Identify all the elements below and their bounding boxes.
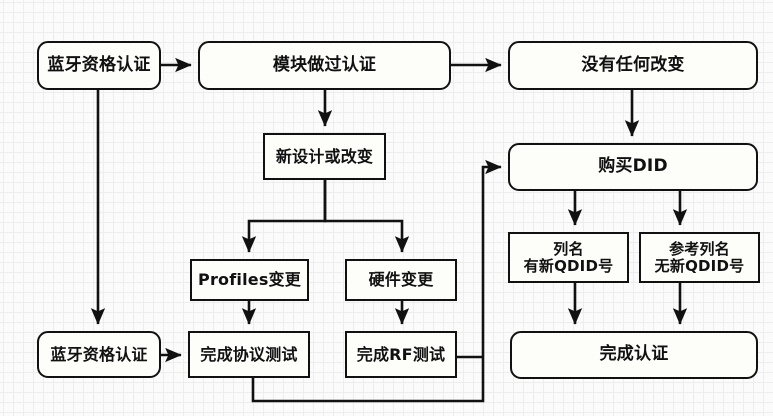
node-no-change[interactable]: 没有任何改变 <box>508 41 758 90</box>
node-protocol-test-done[interactable]: 完成协议测试 <box>188 331 310 378</box>
edge-e-newdesign-to-profiles <box>241 180 327 253</box>
edge-e-newdesign-to-hardware <box>323 180 410 253</box>
node-module-certified[interactable]: 模块做过认证 <box>198 41 451 90</box>
node-bt-qual-top[interactable]: 蓝牙资格认证 <box>37 41 161 90</box>
node-reference-listed-no-new-qdid[interactable]: 参考列名 无新QDID号 <box>639 232 760 283</box>
node-listed-new-qdid[interactable]: 列名 有新QDID号 <box>508 232 629 283</box>
node-rf-test-done[interactable]: 完成RF测试 <box>345 331 457 378</box>
node-new-design-or-change[interactable]: 新设计或改变 <box>263 133 386 180</box>
node-bt-qual-bottom[interactable]: 蓝牙资格认证 <box>37 331 161 378</box>
node-profiles-change[interactable]: Profiles变更 <box>190 259 309 301</box>
node-hardware-change[interactable]: 硬件变更 <box>345 259 457 301</box>
node-buy-did[interactable]: 购买DID <box>508 143 758 191</box>
node-certification-complete[interactable]: 完成认证 <box>510 331 758 379</box>
